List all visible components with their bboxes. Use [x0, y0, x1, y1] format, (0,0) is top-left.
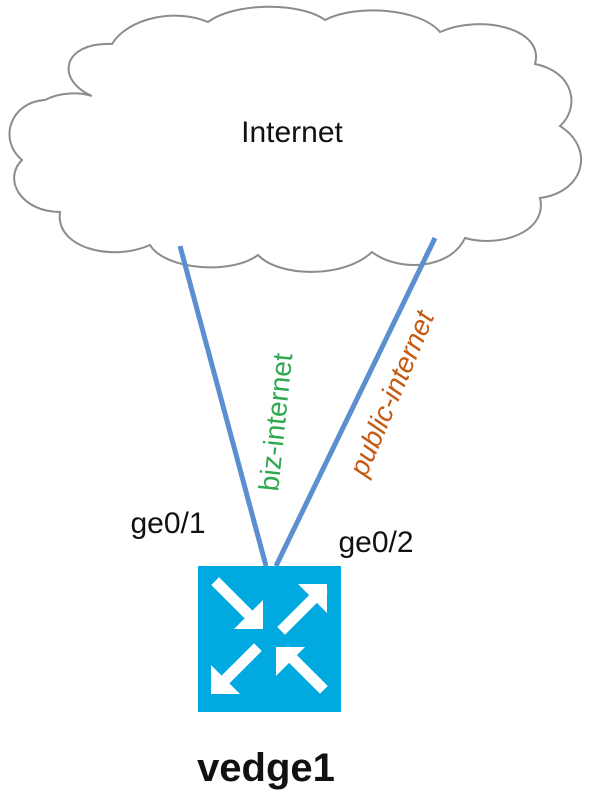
biz-internet-link [177, 245, 269, 567]
internet-label: Internet [241, 116, 343, 149]
cloud-icon [8, 5, 583, 273]
internet-cloud: Internet [8, 5, 583, 273]
biz-internet-label: biz-internet [253, 351, 298, 492]
router-arrows-icon [211, 577, 328, 694]
interface-label-ge0-2: ge0/2 [338, 526, 413, 559]
device-name-label: vedge1 [197, 746, 335, 790]
links: biz-internet public-internet [177, 236, 441, 568]
interface-label-ge0-1: ge0/1 [130, 507, 205, 540]
vedge1-device: vedge1 [197, 566, 341, 790]
public-internet-link [273, 236, 438, 568]
